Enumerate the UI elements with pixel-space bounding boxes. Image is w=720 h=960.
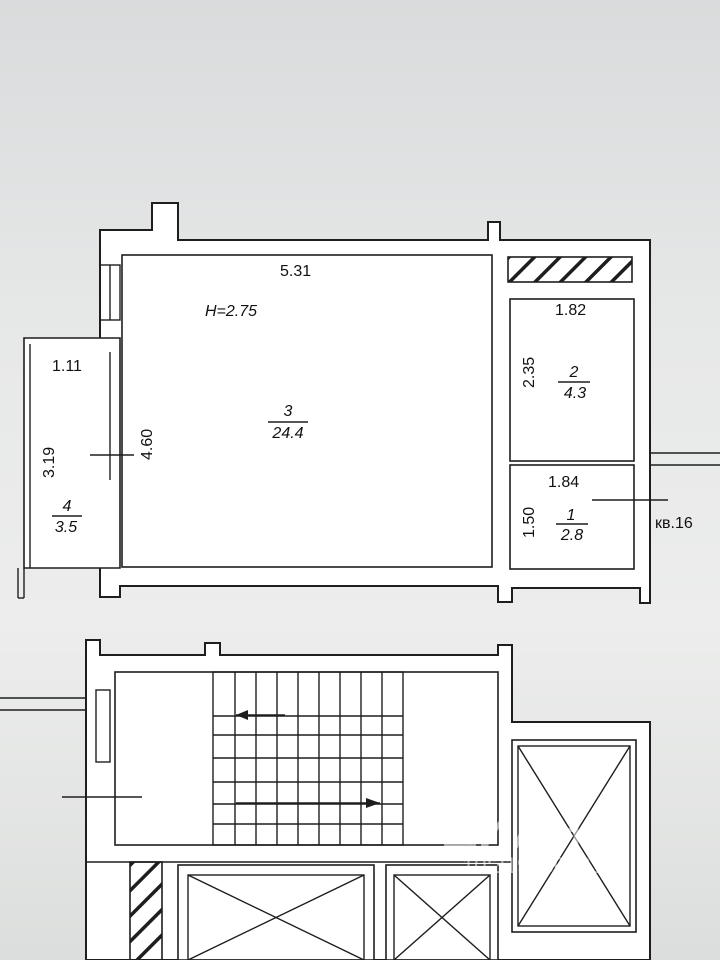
room-1-number: 1	[567, 507, 576, 524]
room-2-number: 2	[569, 364, 579, 381]
room-3-area: 24.4	[271, 425, 303, 442]
room-4-width: 1.11	[52, 358, 82, 375]
watermark-brand: ЦИАН	[440, 803, 582, 859]
balcony-4	[23, 337, 121, 569]
room-3-number: 3	[284, 403, 293, 420]
room-1	[509, 464, 635, 570]
hatched-wall-bottom	[129, 861, 163, 960]
room-2-area: 4.3	[564, 385, 586, 402]
watermark-id: 10:319350883	[462, 853, 603, 878]
room-3	[121, 254, 493, 568]
room-4-area: 3.5	[55, 519, 77, 536]
room-3-length: 4.60	[139, 429, 156, 460]
hatched-duct	[507, 256, 633, 283]
room-2-length: 2.35	[521, 357, 538, 388]
room-1-width: 1.84	[548, 474, 579, 491]
elevator-shaft-bottom-right	[385, 864, 499, 960]
room-2-width: 1.82	[555, 302, 586, 319]
room-3-width: 5.31	[280, 263, 311, 280]
room-4-number: 4	[63, 498, 72, 515]
staircase	[212, 671, 404, 846]
elevator-shaft-bottom-left	[177, 864, 375, 960]
room-2	[509, 298, 635, 462]
room-1-area: 2.8	[560, 527, 583, 544]
room-4-length: 3.19	[41, 447, 58, 478]
elevator-shaft-right	[511, 739, 637, 933]
room-1-length: 1.50	[521, 507, 538, 538]
stair-arrow-left	[236, 710, 285, 720]
stair-arrow-right	[236, 798, 380, 808]
unit-label: кв.16	[655, 515, 693, 532]
ceiling-height: H=2.75	[205, 303, 257, 320]
